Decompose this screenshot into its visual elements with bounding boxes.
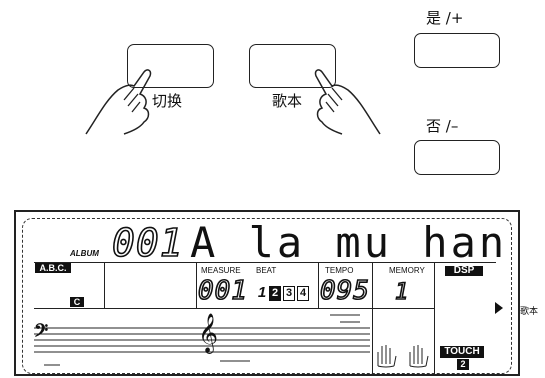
yes-plus-button[interactable] xyxy=(414,33,500,68)
beat-label: BEAT xyxy=(256,266,277,275)
dsp-indicator: DSP xyxy=(445,266,483,276)
lcd-divider xyxy=(318,262,319,308)
song-number: 001 xyxy=(111,221,184,265)
hands-icon xyxy=(377,345,429,368)
switch-button[interactable] xyxy=(127,44,214,88)
beat-indicator-2: 2 xyxy=(269,286,281,301)
yes-plus-label: 是 /+ xyxy=(426,9,464,27)
beat-indicator-4: 4 xyxy=(297,286,309,301)
measure-label: MEASURE xyxy=(201,266,241,275)
lcd-border xyxy=(22,218,512,374)
lcd-divider xyxy=(196,262,197,308)
tempo-label: TEMPO xyxy=(325,266,354,275)
touch-value: 2 xyxy=(457,359,469,370)
song-title: A la mu han xyxy=(190,218,508,267)
memory-value: 1 xyxy=(394,280,410,305)
abc-label: A.B.C. xyxy=(35,263,71,273)
chord-indicator: C xyxy=(70,297,84,307)
no-minus-label: 否 /– xyxy=(426,117,459,135)
hand-pointer-icon xyxy=(85,69,152,135)
touch-indicator: TOUCH xyxy=(440,346,484,358)
hand-pointer-icon xyxy=(314,69,381,135)
treble-clef-icon: 𝄞 xyxy=(198,313,219,353)
lcd-divider xyxy=(104,262,105,308)
beat-indicator-3: 3 xyxy=(283,286,295,301)
beat-indicator-1: 1 xyxy=(257,284,267,301)
lcd-divider xyxy=(372,262,373,374)
bass-clef-icon: 𝄢 xyxy=(34,320,49,346)
song-button[interactable] xyxy=(249,44,336,88)
lcd-display xyxy=(14,210,520,376)
switch-label: 切换 xyxy=(152,92,183,110)
arrow-right-icon xyxy=(495,302,503,314)
measure-value: 001 xyxy=(197,276,248,306)
tempo-value: 095 xyxy=(319,276,370,306)
lcd-divider xyxy=(34,262,496,263)
no-minus-button[interactable] xyxy=(414,140,500,175)
side-song-label: 歌本 xyxy=(520,307,539,317)
lcd-divider xyxy=(34,308,434,309)
memory-label: MEMORY xyxy=(389,266,425,275)
music-staff xyxy=(34,314,370,366)
album-label: ALBUM xyxy=(70,249,99,258)
song-label: 歌本 xyxy=(272,92,303,110)
lcd-divider xyxy=(434,262,435,374)
